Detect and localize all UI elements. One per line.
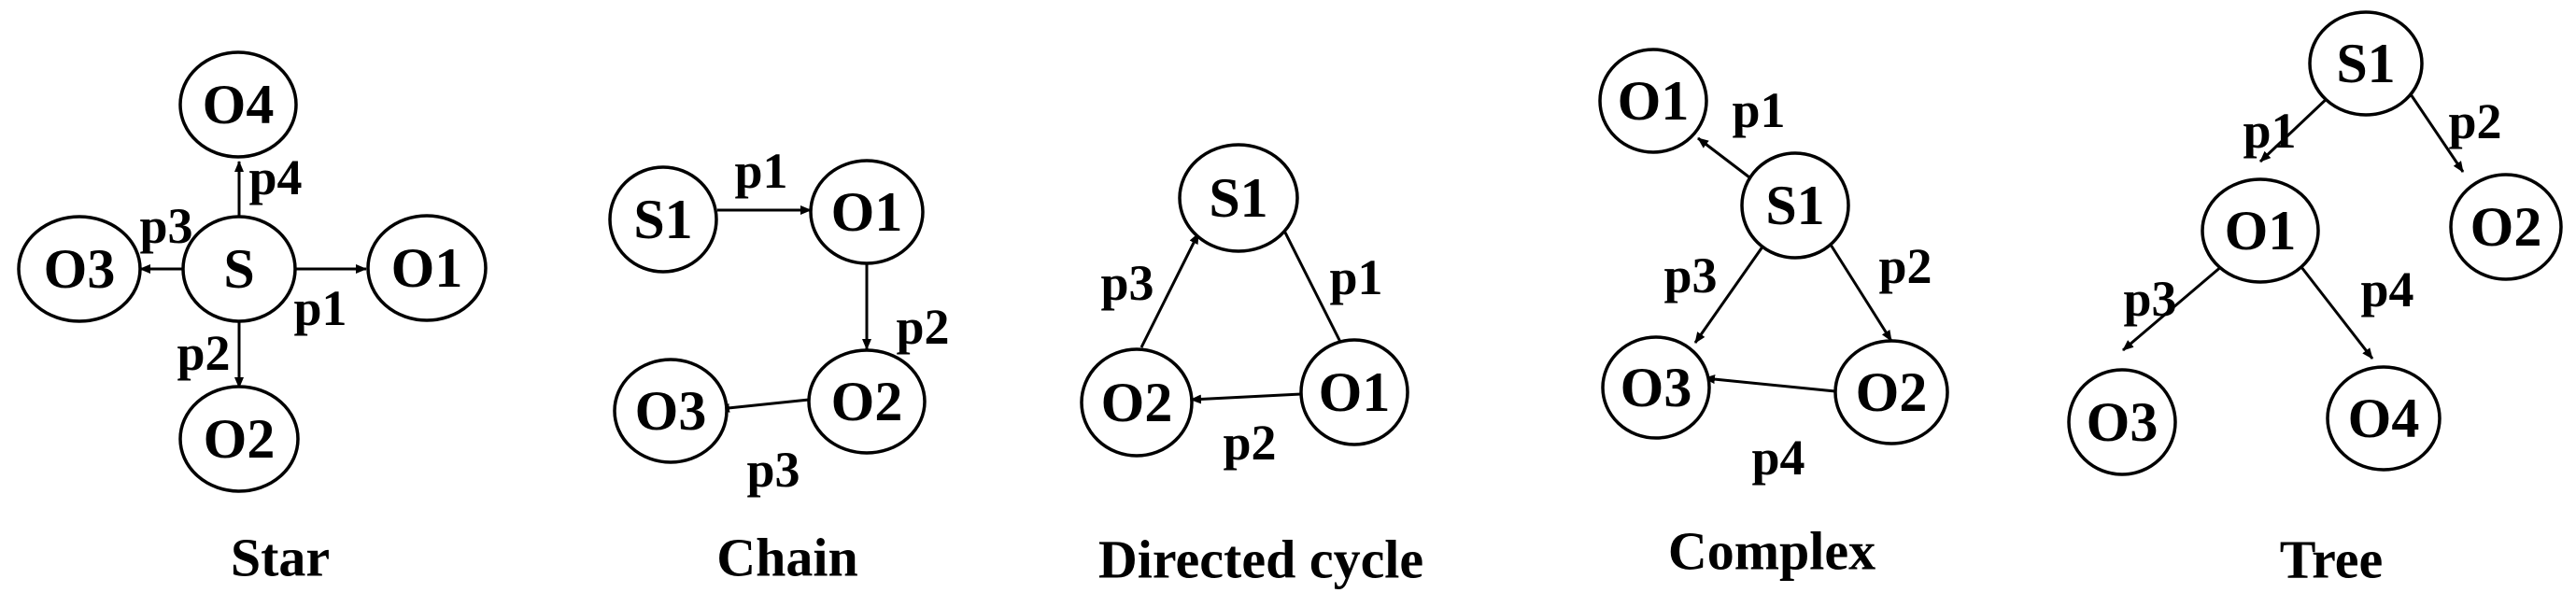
edge-s1-o1: p1 — [717, 143, 812, 215]
panel-title-complex: Complex — [1668, 521, 1875, 582]
star-panel: p4 p3 p1 p2 O4 O3 S O1 — [17, 50, 488, 588]
svg-text:O1: O1 — [831, 181, 903, 243]
edge-label-p3: p3 — [1100, 255, 1154, 311]
edge-s1-o3: p3 — [1663, 242, 1767, 344]
panel-title-tree: Tree — [2280, 529, 2384, 590]
node-o3: O3 — [2067, 368, 2177, 476]
svg-text:O2: O2 — [1856, 361, 1928, 423]
complex-panel: p1 p3 p2 p4 O1 S1 O3 O2 Comple — [1598, 48, 1949, 582]
edge-label-p3: p3 — [139, 198, 192, 254]
edge-label-p1: p1 — [293, 280, 347, 336]
node-o2: O2 — [1833, 339, 1949, 445]
node-o3: O3 — [1601, 335, 1711, 440]
node-o1: O1 — [2201, 177, 2320, 284]
edge-s-o1: p1 — [293, 264, 367, 336]
edge-label-p2: p2 — [1878, 238, 1932, 294]
edge-o2-s1: p3 — [1100, 233, 1200, 348]
edge-o1-o2: p2 — [862, 262, 950, 355]
node-s: S — [181, 215, 297, 323]
node-o2: O2 — [1080, 347, 1194, 458]
edge-label-p4: p4 — [1751, 430, 1805, 486]
svg-text:O2: O2 — [204, 408, 276, 470]
node-o3: O3 — [17, 215, 142, 323]
node-s1: S1 — [608, 165, 718, 274]
edge-label-p3: p3 — [1663, 247, 1717, 304]
edge-o1-o4: p4 — [2300, 261, 2414, 360]
svg-text:O3: O3 — [44, 238, 116, 300]
node-o4: O4 — [178, 50, 298, 159]
edge-s-o2: p2 — [177, 322, 244, 388]
node-s1: S1 — [1740, 151, 1850, 260]
edge-label-p4: p4 — [248, 149, 302, 205]
edge-s1-o2: p2 — [2407, 91, 2502, 173]
edge-s1-o1: p1 — [2243, 94, 2331, 163]
tree-panel: p1 p2 p3 p4 S1 O1 O2 O3 — [2067, 10, 2563, 590]
edge-s-o4: p4 — [234, 149, 303, 217]
edge-label-p2: p2 — [1223, 415, 1276, 471]
edge-label-p2: p2 — [896, 299, 949, 355]
edge-label-p1: p1 — [1732, 82, 1785, 138]
directed-cycle-panel: p3 p1 p2 S1 O2 O1 Directed cycle — [1080, 143, 1423, 590]
chain-panel: p1 p2 p3 S1 O1 O2 O3 Chain — [608, 143, 950, 588]
edge-o2-o3: p4 — [1704, 374, 1836, 486]
svg-text:O3: O3 — [2087, 391, 2158, 453]
edge-s1-o1: p1 — [1282, 230, 1383, 352]
svg-text:S: S — [223, 238, 254, 300]
node-o2: O2 — [2449, 173, 2563, 281]
svg-text:O2: O2 — [831, 371, 903, 432]
edge-o1-o3: p3 — [2122, 263, 2224, 352]
svg-text:O1: O1 — [2225, 200, 2297, 261]
svg-text:O1: O1 — [1319, 361, 1391, 423]
edge-label-p3: p3 — [2123, 271, 2176, 327]
edge-label-p4: p4 — [2360, 261, 2413, 318]
edge-label-p2: p2 — [2448, 93, 2501, 149]
edge-o1-o2: p2 — [1190, 392, 1302, 471]
svg-text:S1: S1 — [1765, 175, 1824, 236]
svg-text:O1: O1 — [391, 237, 463, 299]
edge-label-p2: p2 — [177, 325, 230, 381]
svg-text:O1: O1 — [1618, 70, 1690, 132]
edge-s1-o2: p2 — [1829, 238, 1932, 342]
svg-text:O2: O2 — [1101, 372, 1173, 433]
node-o2: O2 — [178, 385, 300, 493]
node-s1: S1 — [2308, 10, 2424, 117]
edge-label-p1: p1 — [2243, 103, 2296, 159]
edge-label-p1: p1 — [734, 143, 787, 199]
edge-s1-o1: p1 — [1697, 82, 1786, 185]
panel-title-directed-cycle: Directed cycle — [1098, 529, 1423, 590]
node-o1: O1 — [366, 214, 488, 322]
svg-text:S1: S1 — [2336, 33, 2395, 94]
svg-text:O3: O3 — [1621, 357, 1692, 418]
node-s1: S1 — [1178, 143, 1299, 253]
node-o4: O4 — [2326, 365, 2442, 472]
panel-title-chain: Chain — [716, 528, 858, 588]
svg-text:S1: S1 — [633, 189, 692, 250]
node-o1: O1 — [1598, 48, 1708, 154]
svg-text:O4: O4 — [203, 74, 275, 135]
svg-text:S1: S1 — [1209, 167, 1267, 229]
svg-text:O3: O3 — [635, 380, 707, 442]
node-o1: O1 — [1299, 338, 1409, 446]
edge-s-o3: p3 — [139, 198, 193, 274]
edge-o2-o3: p3 — [718, 398, 810, 498]
svg-text:O2: O2 — [2470, 196, 2542, 258]
edge-label-p1: p1 — [1329, 249, 1382, 305]
svg-text:O4: O4 — [2348, 388, 2420, 449]
panel-title-star: Star — [231, 528, 330, 588]
node-o2: O2 — [807, 348, 927, 455]
node-o1: O1 — [809, 159, 925, 265]
node-o3: O3 — [613, 358, 729, 464]
edge-label-p3: p3 — [746, 442, 800, 498]
